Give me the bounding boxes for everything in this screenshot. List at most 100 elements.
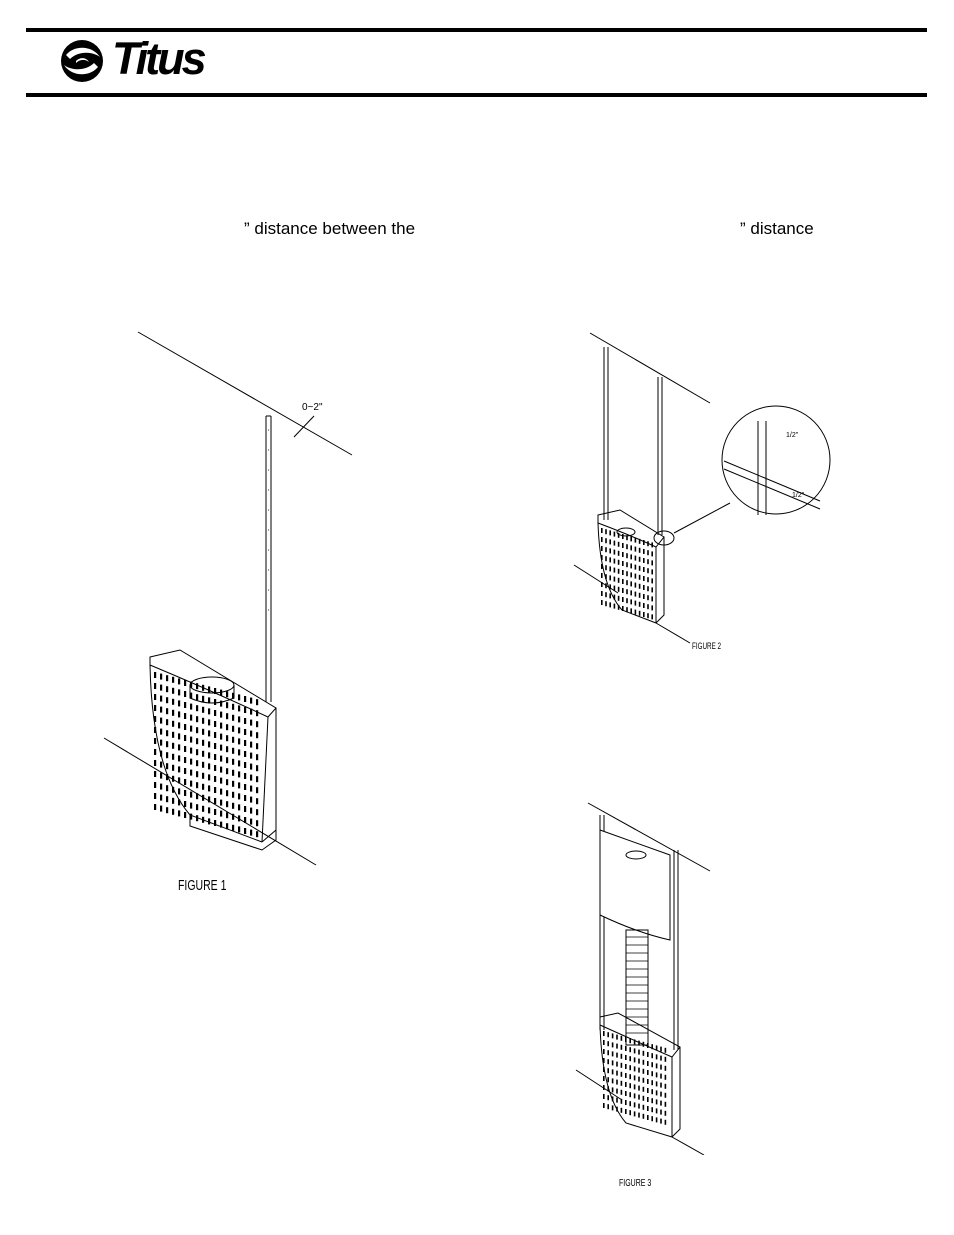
perforation-slot xyxy=(178,700,181,707)
perforation-slot xyxy=(664,1101,667,1107)
perforation-slot xyxy=(629,1110,631,1116)
perforation-slot xyxy=(178,744,181,751)
perforation-slot xyxy=(664,1074,667,1080)
perforation-slot xyxy=(626,607,628,613)
perforation-slot xyxy=(634,609,637,615)
perforation-slot xyxy=(620,1107,623,1113)
perforation-slot xyxy=(616,1106,618,1112)
perforation-slot xyxy=(196,804,199,811)
perforation-slot xyxy=(172,797,175,804)
perforation-slot xyxy=(617,550,620,556)
perforation-slot xyxy=(256,798,259,805)
perforation-slot xyxy=(154,793,157,799)
perforation-slot xyxy=(626,580,628,586)
perforation-slot xyxy=(651,1089,653,1095)
perforation-slot xyxy=(214,699,217,705)
perforation-slot xyxy=(609,557,611,563)
perforation-slot xyxy=(208,785,211,792)
perforation-slot xyxy=(651,614,653,620)
perforation-slot xyxy=(638,1049,640,1055)
perforation-slot xyxy=(651,587,653,593)
perforation-slot xyxy=(214,710,217,716)
perforation-slot xyxy=(651,1116,653,1122)
perforation-slot xyxy=(620,1098,623,1104)
perforation-slot xyxy=(625,1073,627,1078)
perforation-slot xyxy=(609,548,611,554)
perforation-slot xyxy=(226,724,229,731)
perforation-slot xyxy=(643,603,645,608)
titus-logo: Titus xyxy=(58,33,207,85)
perforation-slot xyxy=(184,812,187,818)
perforation-slot xyxy=(611,1087,614,1093)
perforation-slot xyxy=(202,805,205,812)
perforation-slot xyxy=(256,732,259,739)
perforation-slot xyxy=(647,1088,649,1093)
perforation-slot xyxy=(617,577,620,583)
perforation-slot xyxy=(651,1053,653,1059)
perforation-slot xyxy=(633,1102,636,1108)
perforation-slot xyxy=(190,813,193,820)
perforation-slot xyxy=(605,583,607,589)
perforation-slot xyxy=(651,1080,653,1086)
perforation-slot xyxy=(202,706,205,713)
perforation-slot xyxy=(603,1049,605,1054)
perforation-slot xyxy=(214,776,217,782)
perforation-slot xyxy=(609,584,611,590)
perforation-slot xyxy=(647,550,649,556)
perforation-slot xyxy=(620,1035,623,1041)
perforation-slot xyxy=(647,568,649,574)
perforation-slot xyxy=(178,722,181,729)
perforation-slot xyxy=(190,780,193,787)
perforation-slot xyxy=(166,785,169,792)
perforation-slot xyxy=(166,686,169,693)
perforation-slot xyxy=(154,727,157,733)
perforation-slot xyxy=(605,601,607,607)
perforation-slot xyxy=(620,1044,623,1050)
perforation-slot xyxy=(232,747,235,754)
perforation-slot xyxy=(617,532,620,538)
perforation-slot xyxy=(629,1056,631,1062)
perforation-slot xyxy=(154,749,157,755)
detail-label: 1/2" xyxy=(786,432,799,439)
perforation-slot xyxy=(642,1059,645,1065)
perforation-slot xyxy=(622,570,624,575)
perforation-slot xyxy=(226,702,229,709)
perforation-slot xyxy=(214,754,217,760)
perforation-slot xyxy=(622,606,624,611)
perforation-slot xyxy=(160,772,163,779)
perforation-slot xyxy=(617,595,620,601)
figure-1-caption: FIGURE 1 xyxy=(178,877,227,894)
perforation-slot xyxy=(190,725,193,732)
perforation-slot xyxy=(172,775,175,782)
perforation-slot xyxy=(611,1033,614,1039)
perforation-slot xyxy=(232,758,235,765)
perforation-slot xyxy=(238,694,241,701)
perforation-slot xyxy=(250,719,253,726)
perforation-slot xyxy=(256,699,259,706)
perforation-slot xyxy=(196,749,199,756)
perforation-slot xyxy=(166,741,169,748)
perforation-slot xyxy=(607,1086,609,1092)
perforation-slot xyxy=(178,799,181,806)
perforation-slot xyxy=(196,815,199,822)
perforation-slot xyxy=(607,1050,609,1056)
perforation-slot xyxy=(172,753,175,760)
perforation-slot xyxy=(613,567,616,573)
perforation-slot xyxy=(613,603,616,609)
perforation-slot xyxy=(232,736,235,743)
perforation-slot xyxy=(202,772,205,779)
perforation-slot xyxy=(638,556,641,562)
perforation-slot xyxy=(160,761,163,768)
perforation-slot xyxy=(232,802,235,809)
perforation-slot xyxy=(611,1042,614,1048)
perforation-slot xyxy=(651,1044,653,1050)
perforation-slot xyxy=(232,725,235,732)
perforation-slot xyxy=(638,1040,640,1046)
perforation-slot xyxy=(611,1096,614,1102)
figure-3-drawing xyxy=(575,802,711,1155)
brand-name: Titus xyxy=(112,33,207,84)
perforation-slot xyxy=(220,722,223,729)
perforation-slot xyxy=(642,1077,645,1083)
perforation-slot xyxy=(178,766,181,773)
perforation-slot xyxy=(638,583,641,589)
